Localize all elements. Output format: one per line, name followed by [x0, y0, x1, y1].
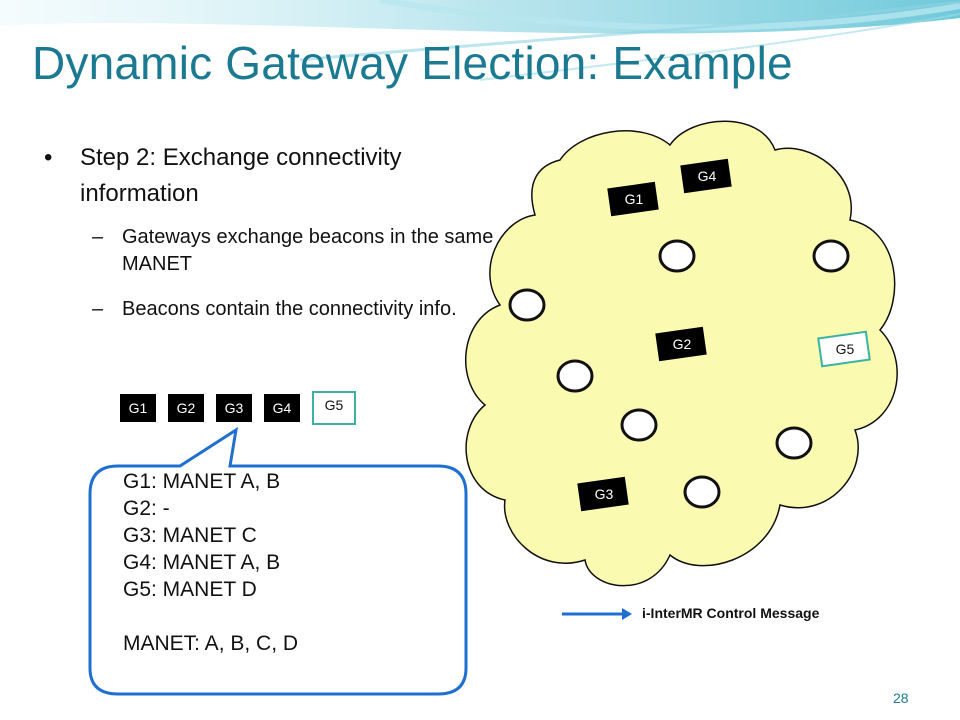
- gateway-g3-label: G3: [594, 486, 614, 502]
- network-node: [812, 239, 850, 273]
- dash-marker: –: [92, 298, 104, 320]
- network-node: [683, 475, 721, 509]
- beacon-g5: G5: [312, 391, 356, 425]
- callout-line: G3: MANET C: [123, 524, 257, 547]
- dash-marker: –: [92, 226, 104, 248]
- beacon-g2: G2: [168, 394, 204, 422]
- network-node: [658, 239, 696, 273]
- header-wave-decoration: [0, 0, 960, 81]
- gateway-g2-label: G2: [672, 336, 692, 352]
- beacon-g1: G1: [120, 394, 156, 422]
- network-node: [556, 359, 594, 393]
- beacon-g4: G4: [264, 394, 300, 422]
- legend-arrow: [562, 608, 632, 620]
- network-node: [775, 426, 813, 460]
- page-number: 28: [893, 690, 909, 706]
- gateway-g1-shape: [607, 181, 659, 217]
- beacon-g3: G3: [216, 394, 252, 422]
- gateway-g1-label: G1: [624, 191, 644, 207]
- gateway-g4-label: G4: [697, 168, 717, 184]
- callout-line: G5: MANET D: [123, 578, 257, 601]
- callout-line: G1: MANET A, B: [123, 470, 281, 493]
- gateway-g5-shape: [817, 330, 871, 368]
- gateway-g3-shape: [577, 476, 629, 512]
- sub-bullet-1-text: Gateways exchange beacons in the same MA…: [122, 226, 494, 275]
- network-node: [620, 408, 658, 442]
- sub-bullet-2-text: Beacons contain the connectivity info.: [122, 298, 457, 320]
- callout-line: G4: MANET A, B: [123, 551, 281, 574]
- legend-label: i-InterMR Control Message: [642, 605, 820, 621]
- bullet-dot: •: [44, 144, 53, 171]
- callout-text: G1: MANET A, B G2: - G3: MANET C G4: MAN…: [123, 468, 298, 657]
- gateway-g5-label: G5: [835, 341, 855, 357]
- gateway-g4-shape: [680, 158, 732, 194]
- main-bullet-text: Step 2: Exchange connectivity informatio…: [80, 144, 402, 207]
- slide-title: Dynamic Gateway Election: Example: [32, 37, 793, 89]
- network-node: [508, 288, 546, 322]
- callout-line: G2: -: [123, 497, 170, 520]
- gateway-g2-shape: [655, 326, 707, 362]
- callout-line: MANET: A, B, C, D: [123, 632, 299, 655]
